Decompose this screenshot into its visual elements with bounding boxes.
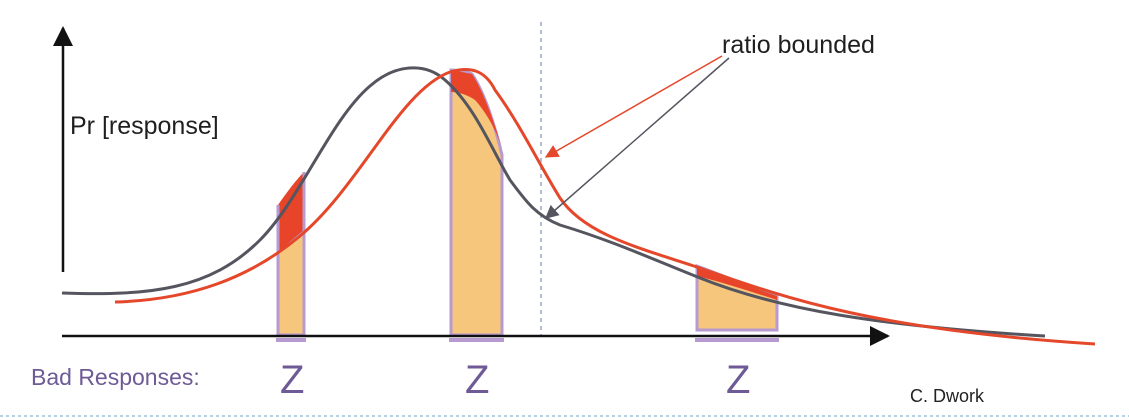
bad-responses-label: Bad Responses: <box>31 364 200 390</box>
bad-region-2 <box>449 68 504 337</box>
credit-label: C. Dwork <box>910 386 985 406</box>
bad-mark-2 <box>449 338 504 342</box>
bad-marker-3: Z <box>726 358 751 402</box>
arrow-to-curve-b <box>544 55 723 158</box>
bad-mark-1 <box>276 338 306 342</box>
curve-b <box>114 67 1096 346</box>
y-axis-label: Pr [response] <box>70 112 219 140</box>
bad-marker-2: Z <box>465 358 490 402</box>
ratio-bounded-annotation: ratio bounded <box>722 31 875 59</box>
arrow-to-curve-a <box>544 57 730 219</box>
curve-a <box>61 66 1046 338</box>
ratio-gap-2 <box>451 70 502 148</box>
bad-mark-3 <box>695 338 779 342</box>
bad-region-1 <box>276 172 306 337</box>
bad-marker-1: Z <box>280 358 305 402</box>
